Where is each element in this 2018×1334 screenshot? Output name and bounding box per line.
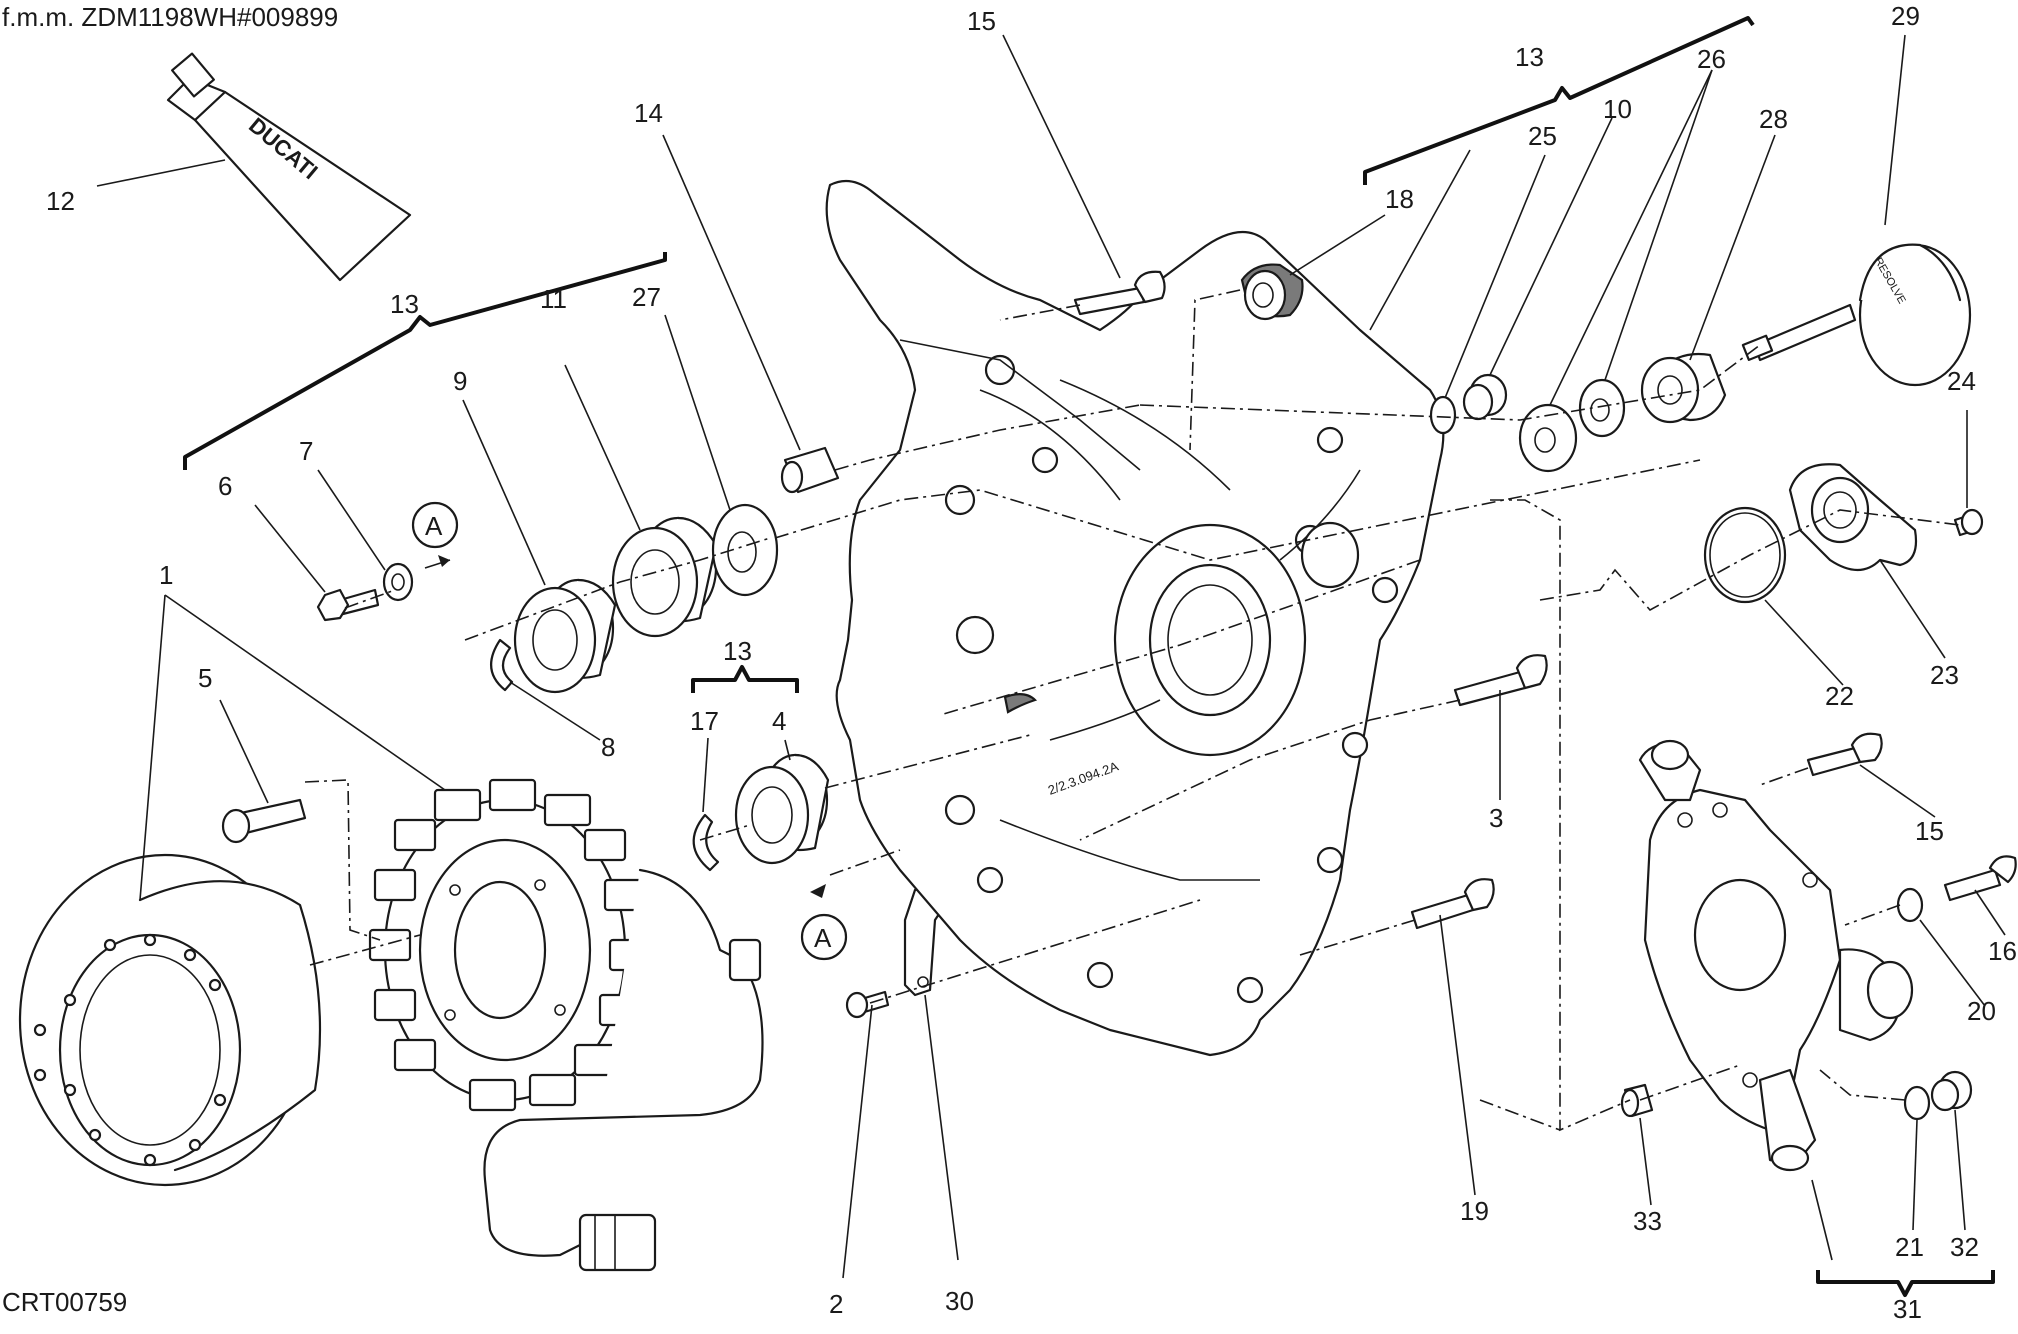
callout-33: 33 bbox=[1633, 1206, 1662, 1236]
bolt-part-19[interactable] bbox=[1410, 878, 1495, 930]
callout-15a: 15 bbox=[967, 6, 996, 36]
ref-a-lower: A bbox=[800, 884, 848, 961]
washer-part-7[interactable] bbox=[382, 562, 414, 602]
callout-30: 30 bbox=[945, 1286, 974, 1316]
washer-part-26a[interactable] bbox=[1518, 403, 1578, 473]
callout-26: 26 bbox=[1697, 44, 1726, 74]
svg-text:A: A bbox=[814, 923, 832, 953]
plug-part-32[interactable] bbox=[1930, 1070, 1973, 1112]
callout-1: 1 bbox=[159, 560, 173, 590]
callout-27: 27 bbox=[632, 282, 661, 312]
callout-24: 24 bbox=[1947, 366, 1976, 396]
brace-13-right bbox=[1363, 16, 1755, 185]
callout-23: 23 bbox=[1930, 660, 1959, 690]
callout-17: 17 bbox=[690, 706, 719, 736]
callout-22: 22 bbox=[1825, 681, 1854, 711]
callout-28: 28 bbox=[1759, 104, 1788, 134]
impeller-part-29[interactable]: RESOLVE bbox=[1741, 243, 1972, 387]
plug-part-10[interactable] bbox=[1462, 373, 1508, 421]
washer-part-21[interactable] bbox=[1903, 1085, 1931, 1121]
callout-32: 32 bbox=[1950, 1232, 1979, 1262]
brace-13-left bbox=[183, 252, 667, 470]
callout-5: 5 bbox=[198, 663, 212, 693]
stator-part-1[interactable] bbox=[368, 778, 764, 1272]
callout-25: 25 bbox=[1528, 121, 1557, 151]
frame-number: f.m.m. ZDM1198WH#009899 bbox=[2, 2, 339, 32]
bushing-part-28[interactable] bbox=[1640, 352, 1727, 424]
bearing-part-4[interactable] bbox=[734, 753, 830, 865]
screw-part-6[interactable] bbox=[316, 588, 380, 622]
seal-part-18[interactable] bbox=[1240, 263, 1304, 321]
svg-text:A: A bbox=[425, 511, 443, 541]
callout-13a: 13 bbox=[390, 289, 419, 319]
bearing-part-9[interactable] bbox=[513, 578, 617, 694]
dowel-part-33[interactable] bbox=[1620, 1083, 1654, 1118]
callout-9: 9 bbox=[453, 366, 467, 396]
callout-numbers: 12 1 5 6 7 13 9 11 27 8 14 13 17 4 15 18… bbox=[46, 1, 2017, 1324]
bolt-part-16[interactable] bbox=[1943, 855, 2017, 902]
drawing-code: CRT00759 bbox=[2, 1287, 128, 1317]
water-pump-cover-part-31[interactable] bbox=[1638, 739, 1914, 1172]
crankcase-cover[interactable]: 2/2.3.094.2A bbox=[825, 179, 1445, 1057]
screw-part-2[interactable] bbox=[845, 990, 890, 1019]
dowel-part-14[interactable] bbox=[780, 446, 840, 494]
callout-15b: 15 bbox=[1915, 816, 1944, 846]
callout-11: 11 bbox=[540, 284, 567, 314]
assembly-lines bbox=[304, 289, 1961, 1132]
o-ring-part-22[interactable] bbox=[1703, 506, 1787, 604]
callout-19: 19 bbox=[1460, 1196, 1489, 1226]
callout-8: 8 bbox=[601, 732, 615, 762]
flywheel-rotor-part-1[interactable] bbox=[18, 853, 322, 1187]
callout-18: 18 bbox=[1385, 184, 1414, 214]
washer-part-20[interactable] bbox=[1896, 887, 1924, 923]
circlip-part-17[interactable] bbox=[692, 813, 720, 872]
ref-a-upper: A bbox=[411, 501, 459, 569]
bolt-part-15-top[interactable] bbox=[1073, 270, 1166, 316]
bolt-part-15-right[interactable] bbox=[1806, 732, 1883, 777]
callout-31: 31 bbox=[1893, 1294, 1922, 1324]
bearing-part-11[interactable] bbox=[611, 516, 718, 638]
callout-12: 12 bbox=[46, 186, 75, 216]
bolt-part-3[interactable] bbox=[1453, 654, 1548, 707]
callout-13c: 13 bbox=[1515, 42, 1544, 72]
callout-20: 20 bbox=[1967, 996, 1996, 1026]
callout-6: 6 bbox=[218, 471, 232, 501]
screw-part-5[interactable] bbox=[221, 798, 307, 844]
callout-4: 4 bbox=[772, 706, 786, 736]
washer-part-26b[interactable] bbox=[1578, 378, 1626, 438]
callout-7: 7 bbox=[299, 436, 313, 466]
brace-31 bbox=[1816, 1270, 1995, 1297]
callout-3: 3 bbox=[1489, 803, 1503, 833]
circlip-part-8[interactable] bbox=[490, 638, 514, 692]
callout-21: 21 bbox=[1895, 1232, 1924, 1262]
flange-part-23[interactable] bbox=[1788, 463, 1918, 572]
callout-14: 14 bbox=[634, 98, 663, 128]
washer-part-27[interactable] bbox=[711, 503, 779, 597]
callout-2: 2 bbox=[829, 1289, 843, 1319]
callout-16: 16 bbox=[1988, 936, 2017, 966]
washer-part-25[interactable] bbox=[1429, 395, 1457, 435]
brace-13-middle bbox=[691, 665, 799, 693]
callout-29: 29 bbox=[1891, 1, 1920, 31]
callout-10: 10 bbox=[1603, 94, 1632, 124]
callout-13b: 13 bbox=[723, 636, 752, 666]
leader-lines bbox=[96, 34, 2006, 1279]
screw-part-24[interactable] bbox=[1953, 508, 1984, 537]
grease-tube-part-12[interactable]: DUCATI bbox=[166, 52, 412, 282]
